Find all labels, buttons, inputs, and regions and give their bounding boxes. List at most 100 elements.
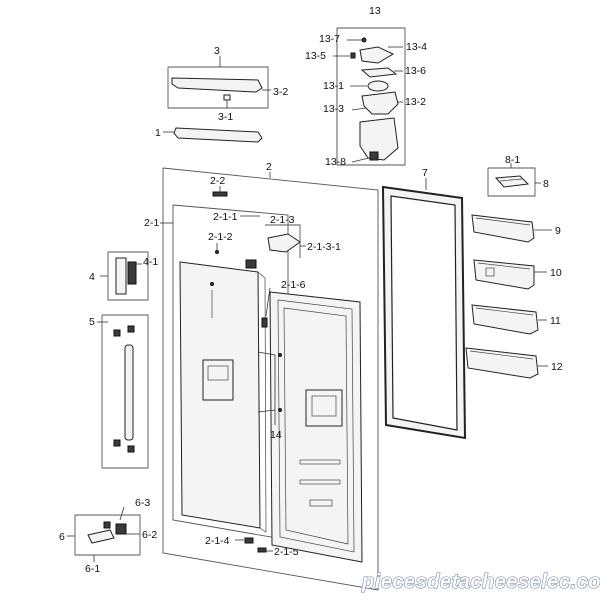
part-2-1-3-hinge	[267, 233, 301, 253]
part-2-1-4-clip	[244, 537, 254, 544]
part-5-handle-bar	[124, 344, 134, 441]
part-3-hinge-cover	[167, 56, 271, 109]
part-12-door-bin	[465, 347, 548, 379]
part-4-side-cover	[100, 251, 149, 301]
label-6-3: 6-3	[135, 497, 150, 509]
part-4-box	[107, 251, 149, 301]
part-5-cap-bottom-right	[127, 445, 135, 453]
label-2-1-6: 2-1-6	[281, 279, 306, 291]
label-2-1: 2-1	[144, 217, 159, 229]
part-7-gasket-inner	[390, 195, 458, 431]
part-10-door-bin	[473, 259, 547, 290]
watermark-text: piecesdetacheeselec.com	[361, 571, 600, 593]
part-4-1-cover	[115, 257, 127, 295]
label-2: 2	[266, 161, 272, 173]
inner-liner-outer	[269, 291, 363, 563]
inner-liner-inner	[277, 299, 355, 553]
part-13-6-gasket	[360, 67, 398, 78]
dispenser-window	[207, 365, 229, 381]
screw-14a	[278, 353, 282, 357]
part-13-7-pin	[361, 37, 367, 43]
label-13-7: 13-7	[319, 33, 340, 45]
label-4-1: 4-1	[143, 256, 158, 268]
label-8-1: 8-1	[505, 154, 520, 166]
part-5-box	[101, 314, 149, 469]
part-1-top-bar	[163, 127, 263, 143]
inner-liner-dispenser-mount	[305, 389, 343, 427]
label-12: 12	[551, 361, 563, 373]
label-10: 10	[550, 267, 562, 279]
part-5-handle	[97, 314, 149, 469]
part-9-bin-body	[471, 214, 535, 243]
part-2-1-2-pin	[215, 250, 219, 254]
part-5-cap-top-right	[127, 325, 135, 333]
part-3-2-cover	[171, 77, 263, 93]
label-3: 3	[214, 45, 220, 57]
label-6-1: 6-1	[85, 563, 100, 575]
part-2-door-assembly	[160, 167, 379, 591]
label-2-1-3-1: 2-1-3-1	[307, 241, 341, 253]
label-13-8: 13-8	[325, 156, 346, 168]
label-13-1: 13-1	[323, 80, 344, 92]
part-6-box	[74, 514, 141, 556]
part-5-cap-top-left	[113, 329, 121, 337]
label-13-3: 13-3	[323, 103, 344, 115]
part-9-door-bin	[471, 214, 552, 243]
label-3-2: 3-2	[273, 86, 288, 98]
part-4-1-clip	[127, 261, 137, 285]
part-13-5-screw	[350, 52, 356, 59]
label-6-2: 6-2	[142, 529, 157, 541]
label-6: 6	[59, 531, 65, 543]
part-2-outline	[162, 167, 379, 591]
part-12-bin-body	[465, 347, 539, 379]
door-inner-liner	[257, 291, 363, 563]
part-6-3-screw	[103, 521, 111, 529]
part-2-2-pad	[212, 191, 228, 197]
part-6-2-block	[115, 523, 127, 535]
part-3-1-screw	[223, 94, 231, 101]
part-3-box	[167, 66, 269, 109]
part-11-bin-body	[471, 304, 539, 335]
part-8-1-cover	[494, 175, 530, 188]
part-2-1-5-clip	[257, 547, 267, 553]
part-8-small-shelf	[487, 163, 541, 197]
part-2-1-3-bracket	[265, 224, 301, 258]
part-13-housing	[359, 117, 399, 161]
part-11-door-bin	[471, 304, 547, 335]
part-6-1-cover	[87, 529, 115, 544]
part-13-bracket	[337, 27, 406, 166]
label-13-4: 13-4	[406, 41, 427, 53]
label-13-6: 13-6	[405, 65, 426, 77]
label-1: 1	[155, 127, 161, 139]
label-2-1-1: 2-1-1	[213, 211, 238, 223]
label-11: 11	[550, 315, 561, 327]
part-2-1-3-1-block	[245, 259, 257, 269]
label-2-1-4: 2-1-4	[205, 535, 230, 547]
label-2-2: 2-2	[210, 175, 225, 187]
label-13-2: 13-2	[405, 96, 426, 108]
label-7: 7	[422, 167, 428, 179]
part-5-cap-bottom-left	[113, 439, 121, 447]
part-8-box	[487, 167, 536, 197]
part-2-1-door-edge	[257, 271, 267, 533]
label-5: 5	[89, 316, 95, 328]
label-14: 14	[270, 429, 282, 441]
part-2-1-6-stop	[261, 317, 268, 328]
inner-liner-recess	[283, 307, 349, 545]
part-13-4-cover	[359, 46, 395, 64]
label-2-1-3: 2-1-3	[270, 214, 295, 226]
label-13: 13	[369, 5, 381, 17]
label-13-5: 13-5	[305, 50, 326, 62]
label-2-1-2: 2-1-2	[208, 231, 233, 243]
label-3-1: 3-1	[218, 111, 233, 123]
label-4: 4	[89, 271, 95, 283]
part-13-1-ring	[367, 80, 389, 92]
part-6-bottom-cover	[67, 506, 141, 562]
part-13-2-funnel	[361, 91, 399, 115]
part-13-8-nozzle	[369, 151, 379, 161]
label-8: 8	[543, 178, 549, 190]
part-13-dispenser-assembly	[333, 27, 406, 166]
screw-14b	[278, 408, 282, 412]
